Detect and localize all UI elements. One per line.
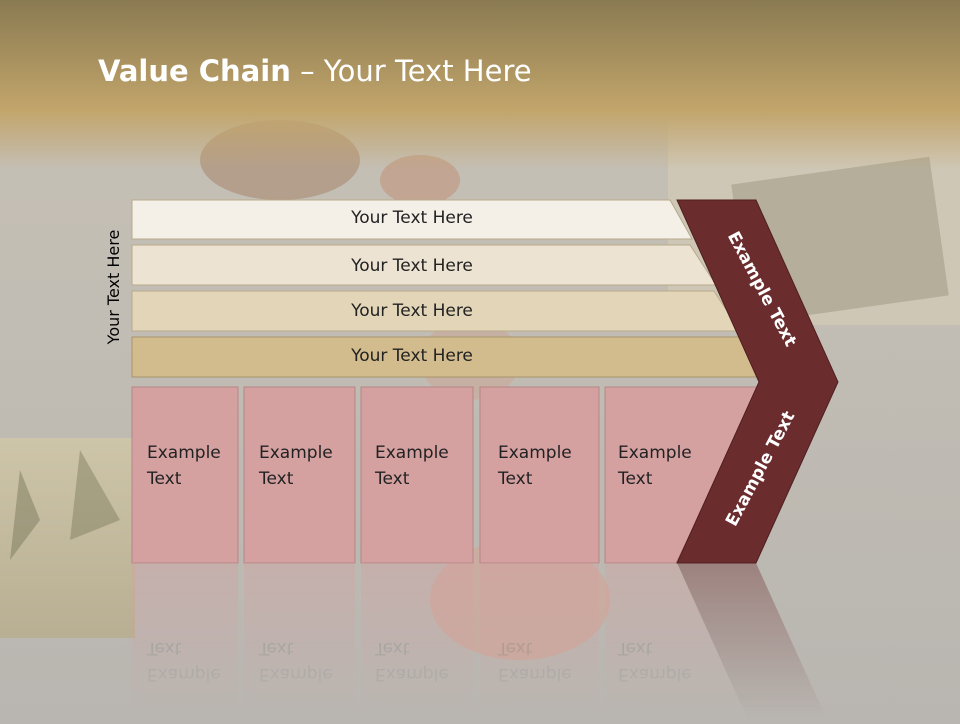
reflect-box-4-line1: Example — [498, 664, 572, 684]
reflection-shapes: Text Example Text Example Text Example T… — [132, 563, 828, 720]
title-band — [0, 0, 960, 170]
diagram-reflection: Text Example Text Example Text Example T… — [0, 563, 960, 720]
row-2-label: Your Text Here — [351, 256, 473, 276]
box-3-line1: Example — [375, 443, 449, 463]
reflect-box-2-line2: Text — [258, 638, 294, 658]
reflect-box-3-line2: Text — [374, 638, 410, 658]
reflect-box-1-line1: Example — [147, 664, 221, 684]
reflect-box-5-line2: Text — [617, 638, 653, 658]
box-2-shape — [243, 386, 356, 564]
row-1-label: Your Text Here — [351, 208, 473, 228]
slide-title: Value Chain – Your Text Here — [98, 54, 532, 88]
box-2-line2: Text — [259, 469, 294, 489]
reflect-box-4-line2: Text — [497, 638, 533, 658]
box-1-line1: Example — [147, 443, 221, 463]
box-2-label: Example Text — [259, 440, 333, 492]
title-bold: Value Chain — [98, 54, 291, 88]
box-5-line2: Text — [618, 469, 653, 489]
box-4-label: Example Text — [498, 440, 572, 492]
box-shapes — [131, 386, 763, 564]
title-rest: – Your Text Here — [290, 54, 532, 88]
box-1-label: Example Text — [147, 440, 221, 492]
box-1-line2: Text — [147, 469, 182, 489]
row-3-label: Your Text Here — [351, 301, 473, 321]
box-2-line1: Example — [259, 443, 333, 463]
reflect-box-2-line1: Example — [259, 664, 333, 684]
box-4-line2: Text — [498, 469, 533, 489]
box-3-label: Example Text — [375, 440, 449, 492]
box-5-line1: Example — [618, 443, 692, 463]
box-1-shape — [131, 386, 239, 564]
reflect-box-5-line1: Example — [618, 664, 692, 684]
row-4-label: Your Text Here — [351, 346, 473, 366]
reflect-box-3-line1: Example — [375, 664, 449, 684]
box-3-line2: Text — [375, 469, 410, 489]
chevron-shape — [676, 199, 839, 564]
reflect-box-1-line2: Text — [146, 638, 182, 658]
box-4-shape — [479, 386, 600, 564]
box-5-label: Example Text — [618, 440, 692, 492]
box-4-line1: Example — [498, 443, 572, 463]
box-3-shape — [360, 386, 474, 564]
row-1-shape — [131, 199, 693, 240]
